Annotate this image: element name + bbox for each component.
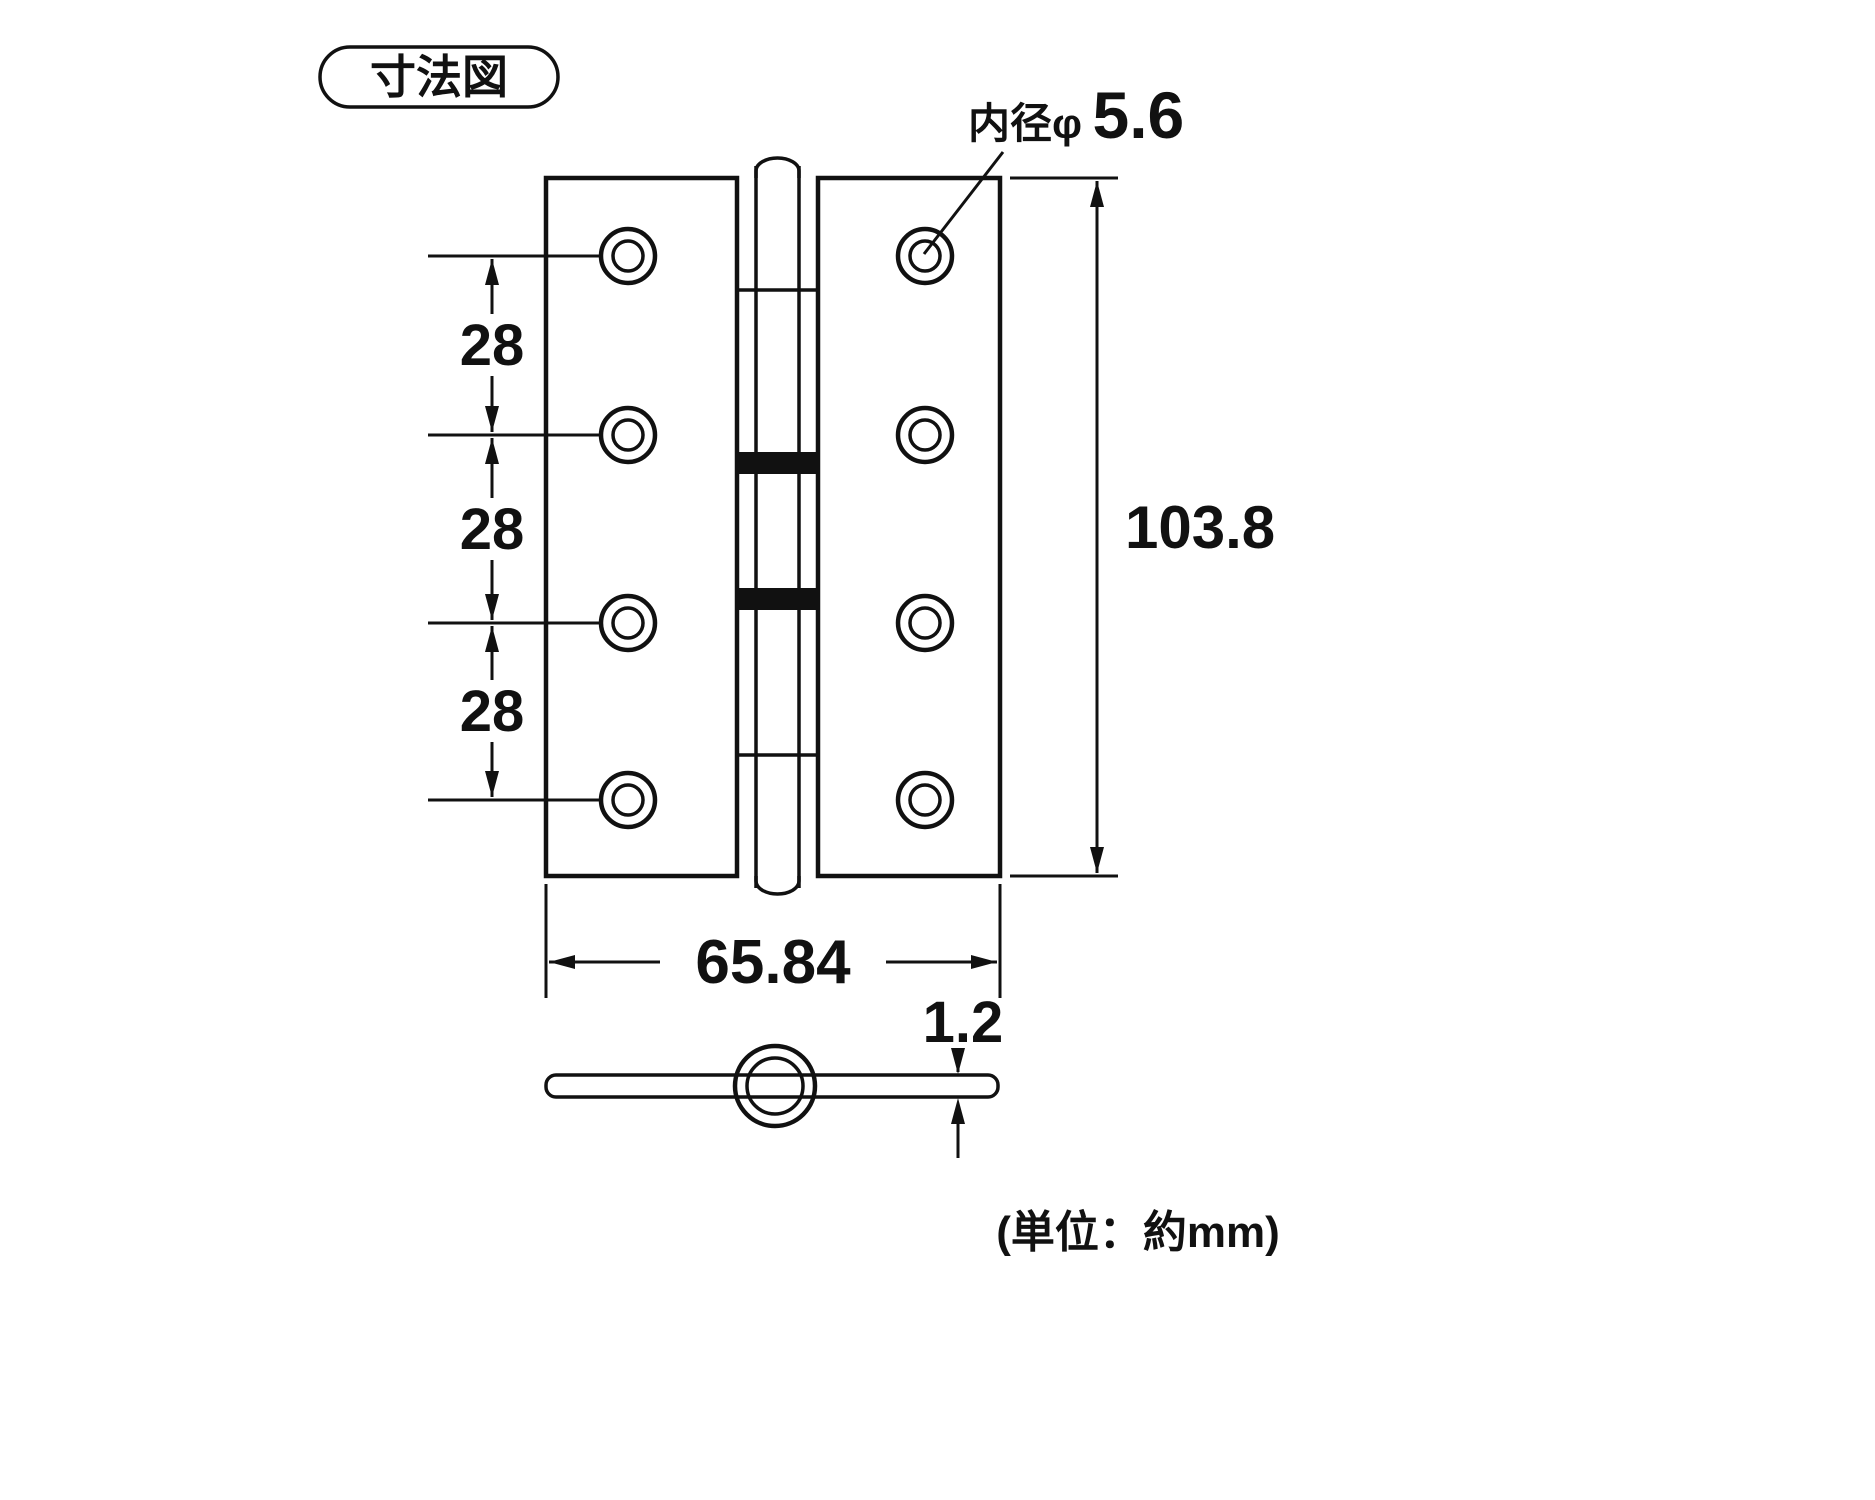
hole-outer <box>895 593 955 653</box>
arrowhead-down <box>951 1048 965 1074</box>
hole-inner <box>611 606 645 640</box>
washer-band-upper <box>737 452 818 474</box>
pitch-label: 28 <box>460 679 525 744</box>
arrowhead-up <box>951 1098 965 1124</box>
width-dimension: 65.84 <box>544 884 1002 998</box>
callout-leader-line <box>922 151 1005 255</box>
thickness-dimension: 1.2 <box>923 990 1004 1158</box>
height-dimension: 103.8 <box>1010 176 1275 878</box>
hole-diameter-prefix: 内径φ <box>968 100 1082 147</box>
hole-inner <box>908 606 942 640</box>
arrowhead-up <box>1090 181 1104 207</box>
screw-hole <box>895 770 955 830</box>
hole-outer <box>895 226 955 286</box>
hole-inner <box>611 239 645 273</box>
hole-diameter-label: 内径φ 5.6 <box>968 78 1184 152</box>
hole-outer <box>598 405 658 465</box>
pitch-label: 28 <box>460 313 525 378</box>
hole-outer <box>598 226 658 286</box>
pin-top-cap <box>754 156 801 178</box>
unit-note: (単位：約mm) <box>996 1208 1280 1257</box>
arrowhead-down <box>1090 847 1104 873</box>
right-leaf <box>815 175 1003 879</box>
screw-hole <box>895 226 955 286</box>
screw-hole <box>598 226 658 286</box>
hole-outer <box>895 405 955 465</box>
height-label: 103.8 <box>1125 494 1275 561</box>
hole-inner <box>611 783 645 817</box>
label-halo <box>450 498 534 560</box>
title-badge-outline <box>318 45 560 109</box>
label-halo <box>450 680 534 742</box>
side-view-knuckle-inner <box>745 1056 805 1116</box>
hole-outer <box>598 593 658 653</box>
thickness-label: 1.2 <box>923 990 1004 1055</box>
hole-outer <box>895 770 955 830</box>
arrowhead-up <box>485 438 499 464</box>
arrowhead-up <box>485 626 499 652</box>
hole-inner <box>908 783 942 817</box>
hole-diameter-callout: 内径φ 5.6 <box>922 78 1184 255</box>
hole-inner <box>908 418 942 452</box>
hinge-front-view <box>543 156 1003 896</box>
pin-bottom-cap <box>754 876 801 896</box>
arrowhead-down <box>485 594 499 620</box>
washer-band-lower <box>737 588 818 610</box>
width-label: 65.84 <box>695 928 851 997</box>
screw-hole <box>598 405 658 465</box>
pitch-dimension-1: 28 <box>450 259 534 432</box>
screw-hole <box>598 593 658 653</box>
screw-hole <box>895 405 955 465</box>
arrowhead-down <box>485 771 499 797</box>
title-badge: 寸法図 <box>318 45 560 109</box>
label-halo <box>450 314 534 376</box>
pitch-dimension-3: 28 <box>450 626 534 797</box>
arrowhead-right <box>971 955 997 969</box>
side-view-knuckle-outer <box>732 1043 818 1129</box>
arrowhead-up <box>485 259 499 285</box>
side-view-leaf-plate <box>544 1073 1000 1099</box>
left-leaf <box>543 175 740 879</box>
hinge-side-view <box>544 1043 1000 1129</box>
pitch-dimension-2: 28 <box>450 438 534 620</box>
arrowhead-left <box>549 955 575 969</box>
hole-diameter-value: 5.6 <box>1093 78 1185 152</box>
page-title: 寸法図 <box>370 51 508 103</box>
hole-inner <box>611 418 645 452</box>
pin-barrel <box>737 156 818 896</box>
hole-outer <box>598 770 658 830</box>
hole-inner <box>908 239 942 273</box>
pitch-dimensions: 28 28 28 <box>428 254 600 802</box>
arrowhead-down <box>485 406 499 432</box>
screw-hole <box>895 593 955 653</box>
pitch-label: 28 <box>460 497 525 562</box>
screw-hole <box>598 770 658 830</box>
label-halo <box>660 928 886 994</box>
